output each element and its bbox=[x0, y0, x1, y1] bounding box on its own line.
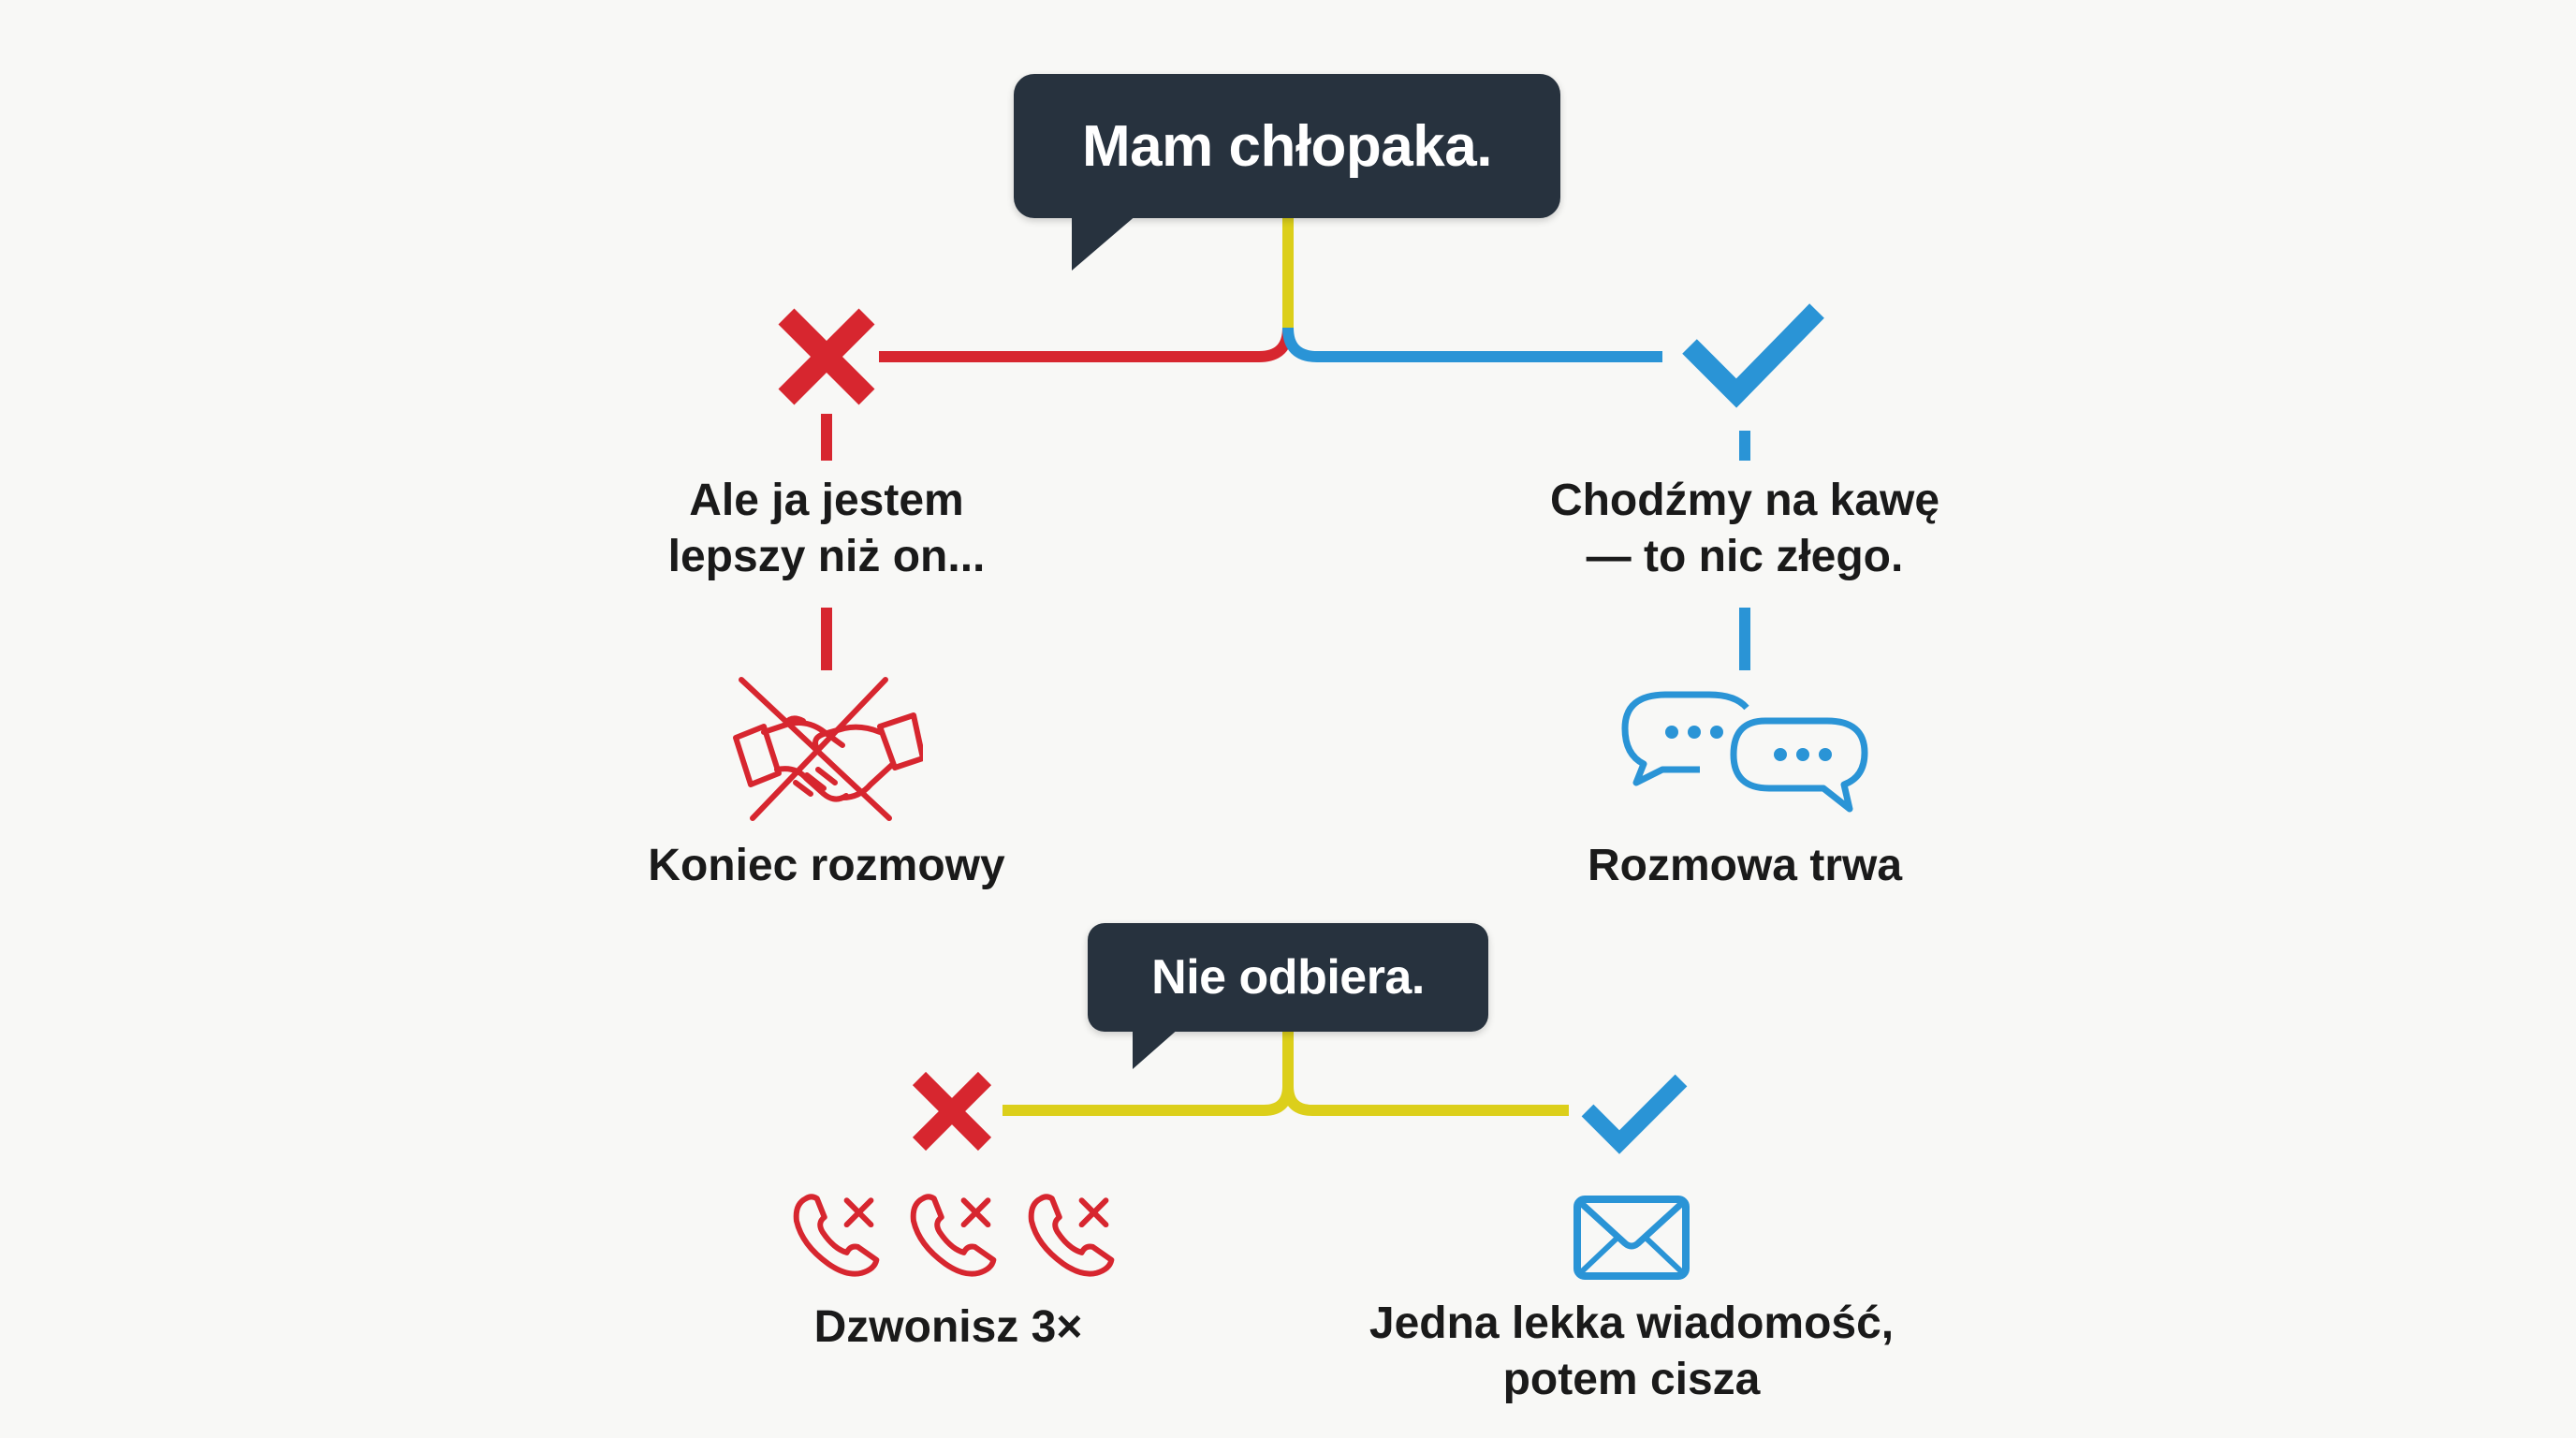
prompt-bubble-2: Nie odbiera. bbox=[1088, 923, 1488, 1069]
right-response: Chodźmy na kawę — to nic złego. bbox=[1550, 473, 1939, 585]
missed-call-icon bbox=[1028, 1194, 1115, 1277]
crossed-handshake-icon bbox=[733, 677, 923, 821]
blue-dash bbox=[1739, 431, 1750, 461]
red-dash bbox=[821, 414, 832, 461]
envelope-icon bbox=[1573, 1196, 1690, 1280]
prompt-bubble-1: Mam chłopaka. bbox=[1014, 74, 1560, 271]
wrong-response-line2: lepszy niż on... bbox=[667, 532, 986, 581]
right-outcome-2: Jedna lekka wiadomość, potem cisza bbox=[1369, 1296, 1894, 1408]
x-mark-icon bbox=[778, 308, 875, 405]
right-outcome-2-line1: Jedna lekka wiadomość, bbox=[1368, 1299, 1895, 1348]
yellow-branch-left bbox=[1003, 1085, 1294, 1116]
check-mark-icon bbox=[1581, 1074, 1688, 1154]
bubble-tail-icon bbox=[1133, 1028, 1179, 1069]
blue-branch-line-1 bbox=[1282, 327, 1662, 362]
yellow-branch-right bbox=[1282, 1085, 1569, 1116]
wrong-outcome: Koniec rozmowy bbox=[648, 841, 1005, 890]
blue-dash bbox=[1739, 608, 1750, 670]
bubble-tail-icon bbox=[1072, 214, 1137, 271]
missed-calls-group bbox=[791, 1191, 1119, 1284]
prompt-text: Mam chłopaka. bbox=[1082, 113, 1492, 179]
right-outcome-2-line2: potem cisza bbox=[1502, 1355, 1761, 1404]
prompt-text: Nie odbiera. bbox=[1151, 950, 1425, 1005]
missed-call-icon bbox=[911, 1194, 997, 1277]
wrong-outcome-2: Dzwonisz 3× bbox=[813, 1302, 1083, 1352]
right-response-line1: Chodźmy na kawę bbox=[1549, 476, 1940, 525]
x-mark-icon bbox=[912, 1071, 992, 1152]
wrong-response: Ale ja jestem lepszy niż on... bbox=[668, 473, 986, 585]
red-dash bbox=[821, 608, 832, 670]
wrong-response-line1: Ale ja jestem bbox=[689, 476, 964, 525]
missed-call-icon bbox=[793, 1194, 880, 1277]
red-branch-line-1 bbox=[879, 327, 1294, 362]
chat-bubbles-icon bbox=[1621, 691, 1868, 813]
right-response-line2: — to nic złego. bbox=[1586, 532, 1904, 581]
check-mark-icon bbox=[1682, 303, 1824, 408]
right-outcome: Rozmowa trwa bbox=[1587, 841, 1903, 890]
